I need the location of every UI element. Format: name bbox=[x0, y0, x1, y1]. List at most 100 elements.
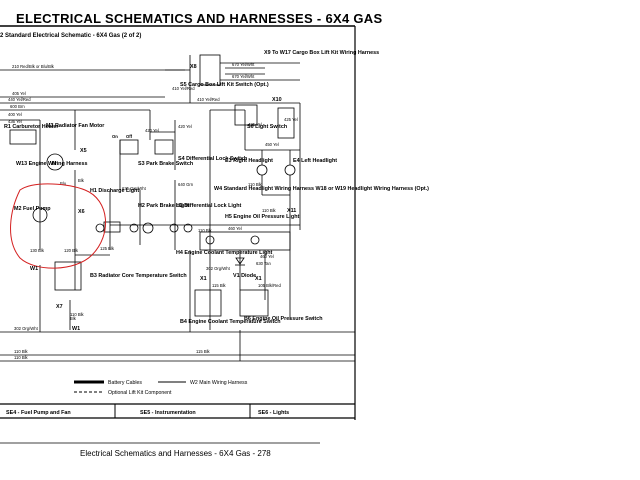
wire-label: 302 Org/Wht bbox=[206, 266, 231, 271]
wire-label: 410 Yel/Red bbox=[197, 97, 220, 102]
wire-label: 130 Blk bbox=[30, 248, 45, 253]
b3-label: B3 Radiator Core Temperature Switch bbox=[90, 273, 187, 279]
legend-battery: Battery Cables bbox=[108, 380, 142, 386]
wire-label: 110 Blk bbox=[262, 208, 277, 213]
carburetor-heater-symbol bbox=[9, 129, 37, 145]
wire-label: 302 Org/Wht bbox=[14, 326, 39, 331]
motor-label-symbol: M bbox=[52, 161, 57, 167]
lift-switch-symbol bbox=[234, 104, 258, 126]
e4-label: E4 Left Headlight bbox=[293, 158, 337, 164]
s6-label: S6 Light Switch bbox=[247, 124, 287, 130]
wire-label: 670 Yel/Wht bbox=[232, 74, 255, 79]
page-footer: Electrical Schematics and Harnesses - 6X… bbox=[80, 449, 271, 458]
diode-symbol bbox=[235, 257, 245, 265]
light-switch-symbol bbox=[277, 107, 295, 139]
wire-label: 405 Yel bbox=[12, 91, 26, 96]
s5-label: S5 Cargo Box Lift Kit Switch (Opt.) bbox=[180, 82, 269, 88]
b6-label: B6 Engine Oil Pressure Switch bbox=[244, 316, 323, 322]
wire-label: 420 Yel bbox=[145, 128, 159, 133]
x9-label: X9 To W17 Cargo Box Lift Kit Wiring Harn… bbox=[264, 50, 379, 56]
legend-optional: Optional Lift Kit Component bbox=[108, 390, 172, 396]
h5-label: H5 Engine Oil Pressure Light bbox=[225, 214, 299, 220]
w4-label: W4 Standard Headlight Wiring Harness W18… bbox=[214, 186, 429, 192]
wire-label: 670 Yel/Wht bbox=[232, 62, 255, 67]
wire-label: 425 Yel bbox=[284, 117, 298, 122]
s3-label: S3 Park Brake Switch bbox=[138, 161, 193, 167]
wire-labels: 210 Red/Blk or Blu/Blk 405 Yel 440 Yel/R… bbox=[8, 62, 298, 360]
off-label: Off bbox=[126, 134, 133, 139]
wire-label: 105 Blk/Red bbox=[258, 283, 281, 288]
oil-switch-symbol bbox=[239, 289, 269, 317]
w13-label: W13 Engine Wiring Harness bbox=[16, 161, 88, 167]
lift-kit-wires bbox=[225, 67, 265, 75]
diff-lock-lamp bbox=[169, 223, 179, 233]
on-label: On bbox=[112, 134, 118, 139]
wire-label: 420 Yel bbox=[178, 124, 192, 129]
wire-label: 110 Blk bbox=[14, 355, 29, 360]
coolant-switch-symbol bbox=[194, 289, 222, 317]
x11-label: X11 bbox=[287, 208, 296, 214]
e3-label: E3 Right Headlight bbox=[225, 158, 273, 164]
h3-label: H3 Differential Lock Light bbox=[176, 203, 241, 209]
wire-label: 450 Yel bbox=[265, 142, 279, 147]
wire-label: 635 Grn/Wht bbox=[122, 186, 147, 191]
right-headlight-lamp bbox=[256, 164, 268, 176]
section-se5: SE5 - Instrumentation bbox=[140, 410, 196, 416]
park-brake-symbol bbox=[142, 222, 154, 234]
left-headlight-lamp bbox=[284, 164, 296, 176]
section-se4: SE4 - Fuel Pump and Fan bbox=[6, 410, 71, 416]
wire-label: 110 Blk bbox=[70, 312, 85, 317]
x6-label: X6 bbox=[78, 209, 85, 215]
wire-label: 110 Blk bbox=[14, 349, 29, 354]
component-labels: X9 To W17 Cargo Box Lift Kit Wiring Harn… bbox=[4, 50, 429, 332]
wire-label: 210 Red/Blk or Blu/Blk bbox=[12, 64, 55, 69]
fan-motor-symbol bbox=[46, 153, 64, 171]
x5-label: X5 bbox=[80, 148, 87, 154]
red-annotation-circle bbox=[10, 183, 106, 269]
section-se6: SE6 - Lights bbox=[258, 410, 289, 416]
wire-label: Blk bbox=[78, 178, 85, 183]
park-brake-lamp bbox=[129, 223, 139, 233]
wire-label: 630 Tan bbox=[256, 261, 271, 266]
h4-label: H4 Engine Coolant Temperature Light bbox=[176, 250, 273, 256]
wire-label: 400 Yel bbox=[8, 112, 22, 117]
wire-label: 110 Blk bbox=[198, 228, 213, 233]
wire-label: Blu bbox=[60, 181, 67, 186]
bus-wires bbox=[0, 55, 355, 362]
diff-lock-switch-symbol bbox=[154, 139, 174, 155]
r1-label: R1 Carburetor Heater bbox=[4, 124, 59, 130]
component-symbols bbox=[9, 54, 296, 317]
wire-label: 440 Yel/Red bbox=[8, 97, 31, 102]
wire-label: 125 Blk bbox=[100, 246, 115, 251]
h2-label: H2 Park Brake Light bbox=[138, 203, 189, 209]
wire-label: 460 Yel bbox=[260, 254, 274, 259]
v1-label: V1 Diode bbox=[233, 273, 256, 279]
coolant-light-lamp bbox=[205, 235, 215, 245]
wire-label: 600 Brn bbox=[10, 104, 25, 109]
x8-connector-symbol bbox=[199, 54, 221, 86]
wire-label: 110 Blk bbox=[248, 182, 263, 187]
diff-lock-symbol bbox=[183, 223, 193, 233]
m2-label: M2 Fuel Pump bbox=[14, 206, 51, 212]
wire-label: 425 Yel bbox=[248, 122, 262, 127]
oil-pressure-lamp bbox=[250, 235, 260, 245]
b4-label: B4 Engine Coolant Temperature Switch bbox=[180, 319, 281, 325]
wire-label: 410 Yel/Red bbox=[172, 86, 195, 91]
instrument-light-box bbox=[199, 231, 291, 251]
wire-label: 115 Blk bbox=[212, 283, 227, 288]
x7-label: X7 bbox=[56, 304, 63, 310]
wire-label: 120 Blk bbox=[64, 248, 79, 253]
s4-label: S4 Differential Lock Switch bbox=[178, 156, 247, 162]
wire-label: Blk bbox=[70, 316, 77, 321]
park-brake-switch-symbol bbox=[119, 139, 139, 155]
fuel-pump-symbol bbox=[32, 207, 48, 223]
page-title: ELECTRICAL SCHEMATICS AND HARNESSES - 6X… bbox=[16, 11, 383, 26]
battery-symbol bbox=[103, 221, 121, 233]
radiator-switch-symbol bbox=[54, 261, 82, 291]
w1-label-top: W1 bbox=[30, 266, 38, 272]
legend-w2: W2 Main Wiring Harness bbox=[190, 380, 248, 386]
x1-label-left: X1 bbox=[200, 276, 207, 282]
wire-label: 460 Yel bbox=[228, 226, 242, 231]
